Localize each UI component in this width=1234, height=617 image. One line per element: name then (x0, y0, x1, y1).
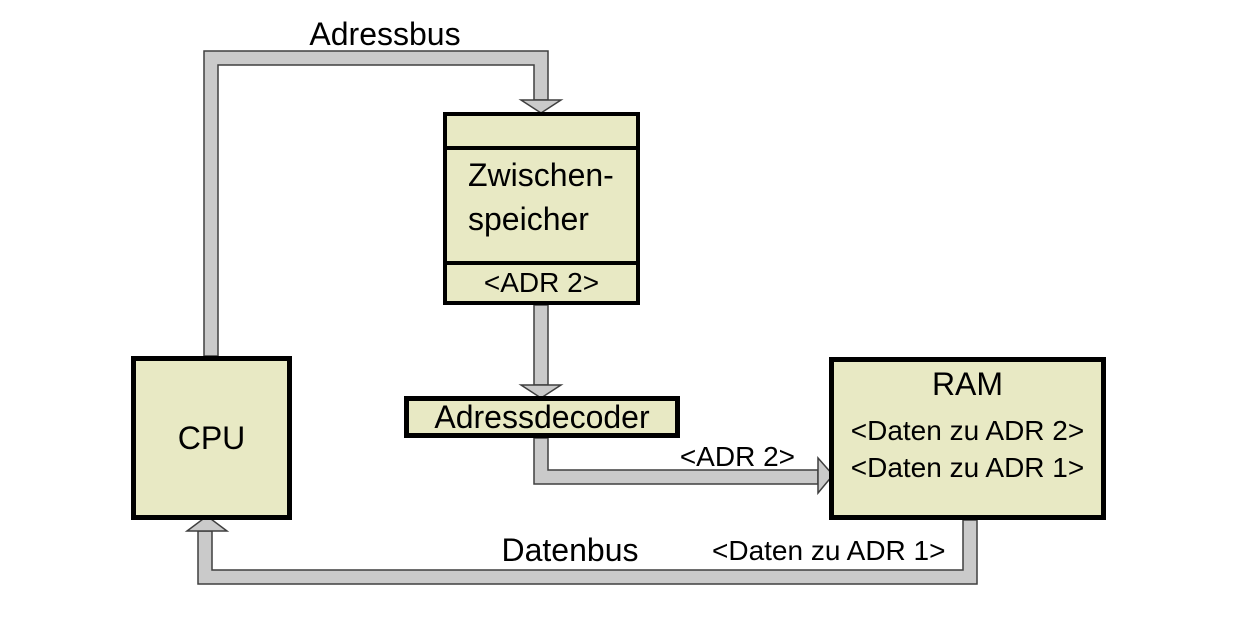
buffer-label: Zwischen- speicher (447, 150, 636, 265)
buffer-label-line2: speicher (468, 201, 589, 237)
cpu-label: CPU (177, 419, 246, 456)
cpu-box: CPU (131, 356, 292, 520)
buffer-box: Zwischen- speicher <ADR 2> (443, 112, 640, 305)
data-bus-label: Datenbus (501, 532, 639, 568)
address-decoder-label: Adressdecoder (434, 398, 650, 435)
data-bus-arrowhead-up-icon (184, 515, 230, 532)
buffer-to-decoder-arrowhead-down-icon (518, 384, 564, 399)
daten-zu-adr1-bus-label: <Daten zu ADR 1> (712, 535, 946, 566)
buffer-address-slot: <ADR 2> (483, 267, 600, 298)
ram-entry: <Daten zu ADR 2> (850, 415, 1085, 446)
ram-entry: <Daten zu ADR 1> (850, 452, 1085, 483)
ram-label: RAM (931, 366, 1004, 402)
ram-box: RAM <Daten zu ADR 2> <Daten zu ADR 1> (829, 357, 1106, 520)
address-bus-label: Adressbus (309, 16, 461, 52)
address-bus-arrowhead-down-icon (518, 99, 564, 114)
buffer-label-line1: Zwischen- (468, 157, 614, 193)
buffer-to-decoder-pipe (533, 304, 549, 386)
ram-entries: <Daten zu ADR 2> <Daten zu ADR 1> (834, 412, 1101, 486)
address-decoder-box: Adressdecoder (404, 396, 680, 438)
buffer-empty-slot (447, 116, 636, 150)
decoder-to-ram-arrowhead-right-icon (817, 456, 834, 496)
adr2-bus-label: <ADR 2> (679, 441, 795, 472)
